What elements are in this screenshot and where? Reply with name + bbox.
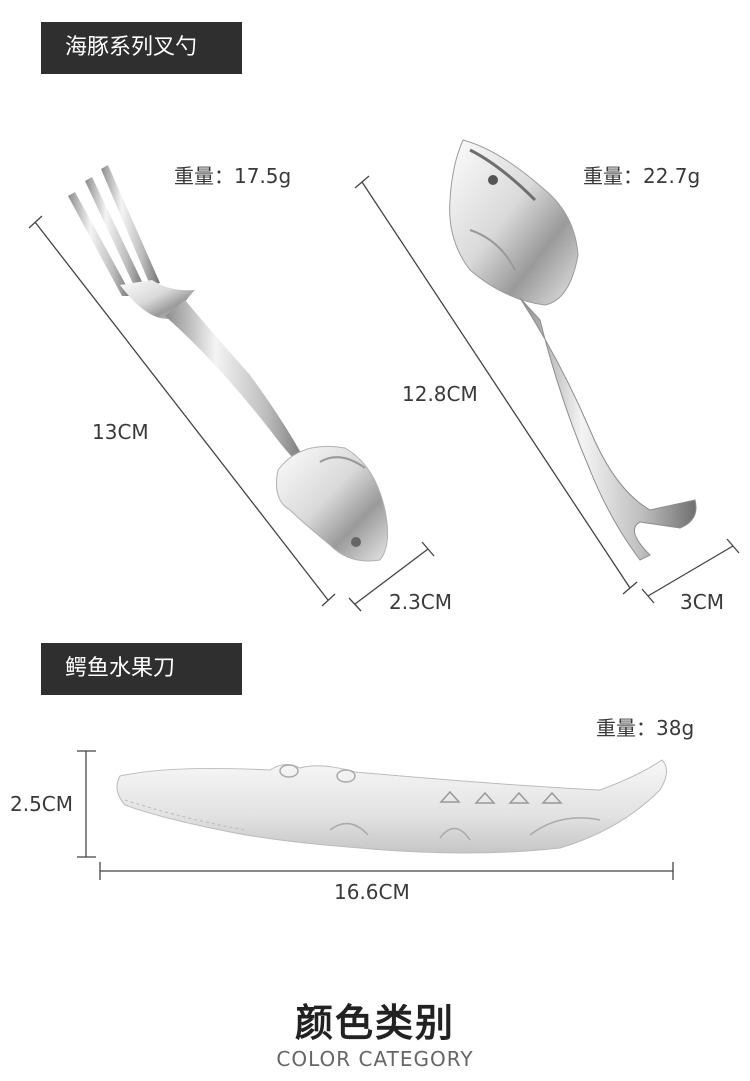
- spoon-width: 3CM: [680, 590, 724, 614]
- spoon-length: 12.8CM: [402, 382, 478, 406]
- crocodile-knife-label: 鳄鱼水果刀: [41, 643, 242, 695]
- fork-length: 13CM: [92, 420, 149, 444]
- knife-length: 16.6CM: [334, 880, 410, 904]
- fork-weight: 重量：17.5g: [174, 164, 292, 188]
- knife-height: 2.5CM: [10, 792, 74, 816]
- dolphin-series-label: 海豚系列叉勺: [41, 22, 242, 74]
- dolphin-fork: [68, 165, 389, 562]
- fork-width: 2.3CM: [389, 590, 453, 614]
- spoon-width-dimension: [641, 538, 740, 604]
- spoon-length-dimension: [354, 175, 638, 595]
- color-category-title: 颜色类别: [294, 1001, 455, 1045]
- dolphin-spoon: [449, 139, 697, 561]
- color-category-subtitle: COLOR CATEGORY: [276, 1047, 474, 1071]
- crocodile-knife: [116, 759, 667, 854]
- fork-length-dimension: [28, 215, 336, 607]
- knife-length-dimension: [99, 862, 674, 880]
- spoon-weight: 重量：22.7g: [583, 164, 701, 188]
- fork-width-dimension: [348, 541, 435, 612]
- knife-weight: 重量：38g: [596, 716, 695, 740]
- knife-height-dimension: [77, 750, 96, 858]
